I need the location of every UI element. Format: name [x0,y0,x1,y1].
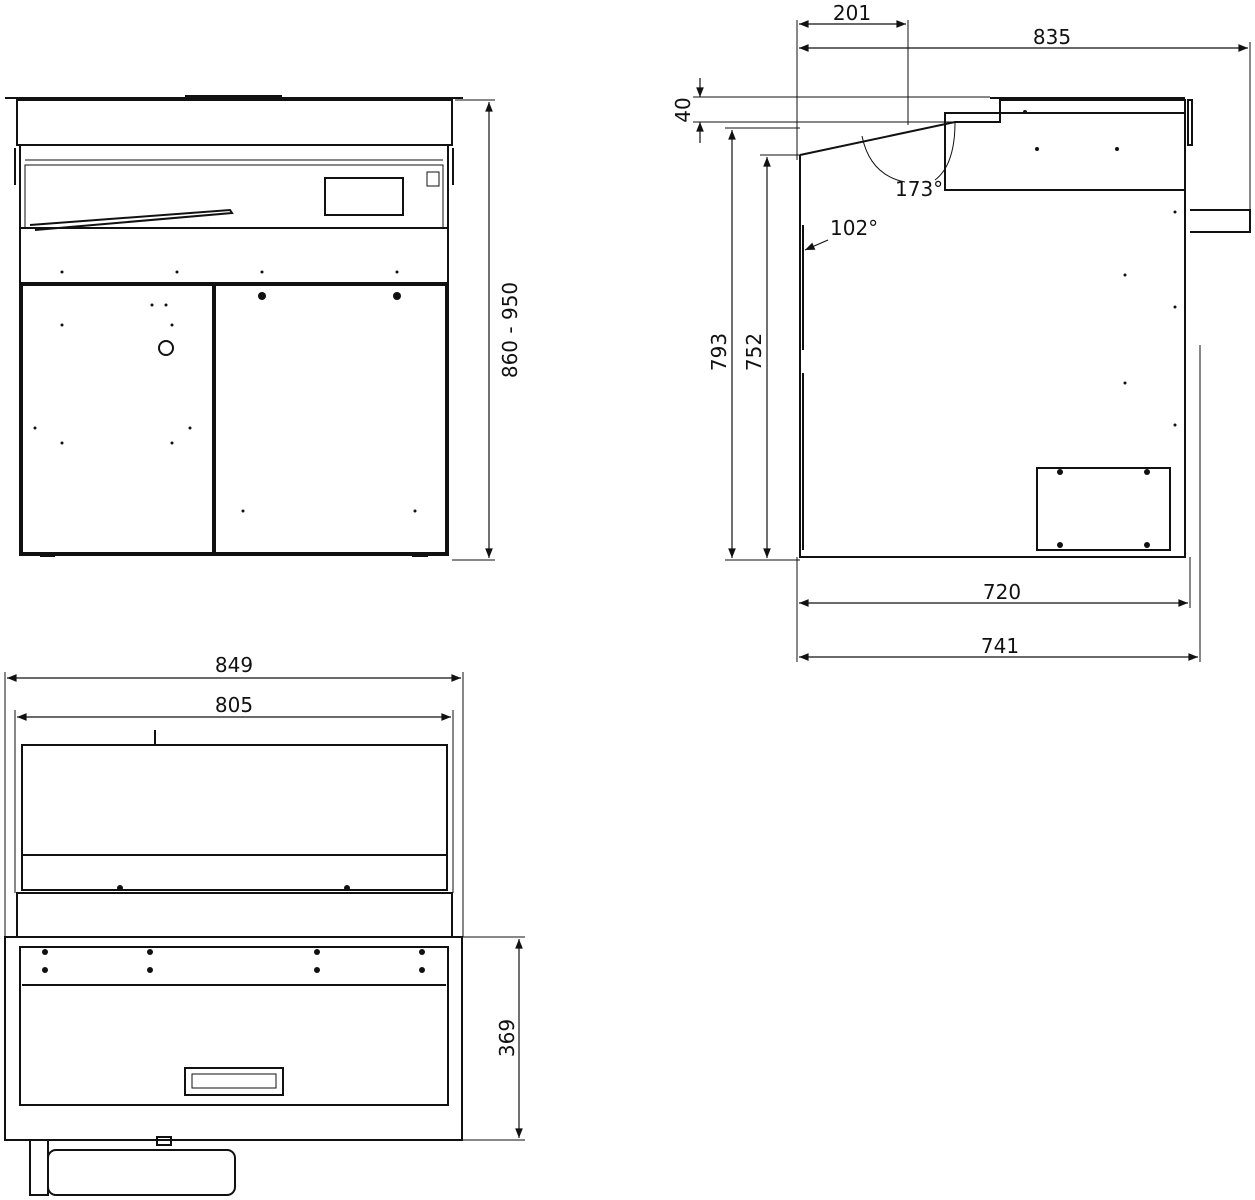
side-view [799,97,1251,558]
dimension-label: 40 [671,97,695,122]
side-dimensions: 201 835 40 793 752 720 741 [671,1,1251,662]
left-door [21,284,214,554]
dimension-label: 860 - 950 [498,282,522,378]
angle-label: 173° [895,177,943,201]
right-door [214,284,447,554]
dimension-label: 805 [215,693,253,717]
drawer-handle [184,1067,284,1096]
dimension-label: 849 [215,653,253,677]
dimension-label: 720 [983,580,1021,604]
dimension-label: 741 [981,634,1019,658]
angle-label: 102° [830,216,878,240]
dimension-label: 369 [495,1019,519,1057]
display-panel [324,177,404,216]
dimension-label: 752 [742,333,766,371]
dimension-label: 835 [1033,25,1071,49]
dimension-label: 201 [833,1,871,25]
plan-dimensions: 849 805 369 [4,653,525,1141]
dimension-label: 793 [707,333,731,371]
front-view [5,95,463,557]
lock-icon [158,340,174,356]
plan-view [4,730,463,1196]
front-height-dimension: 860 - 950 [452,99,522,561]
